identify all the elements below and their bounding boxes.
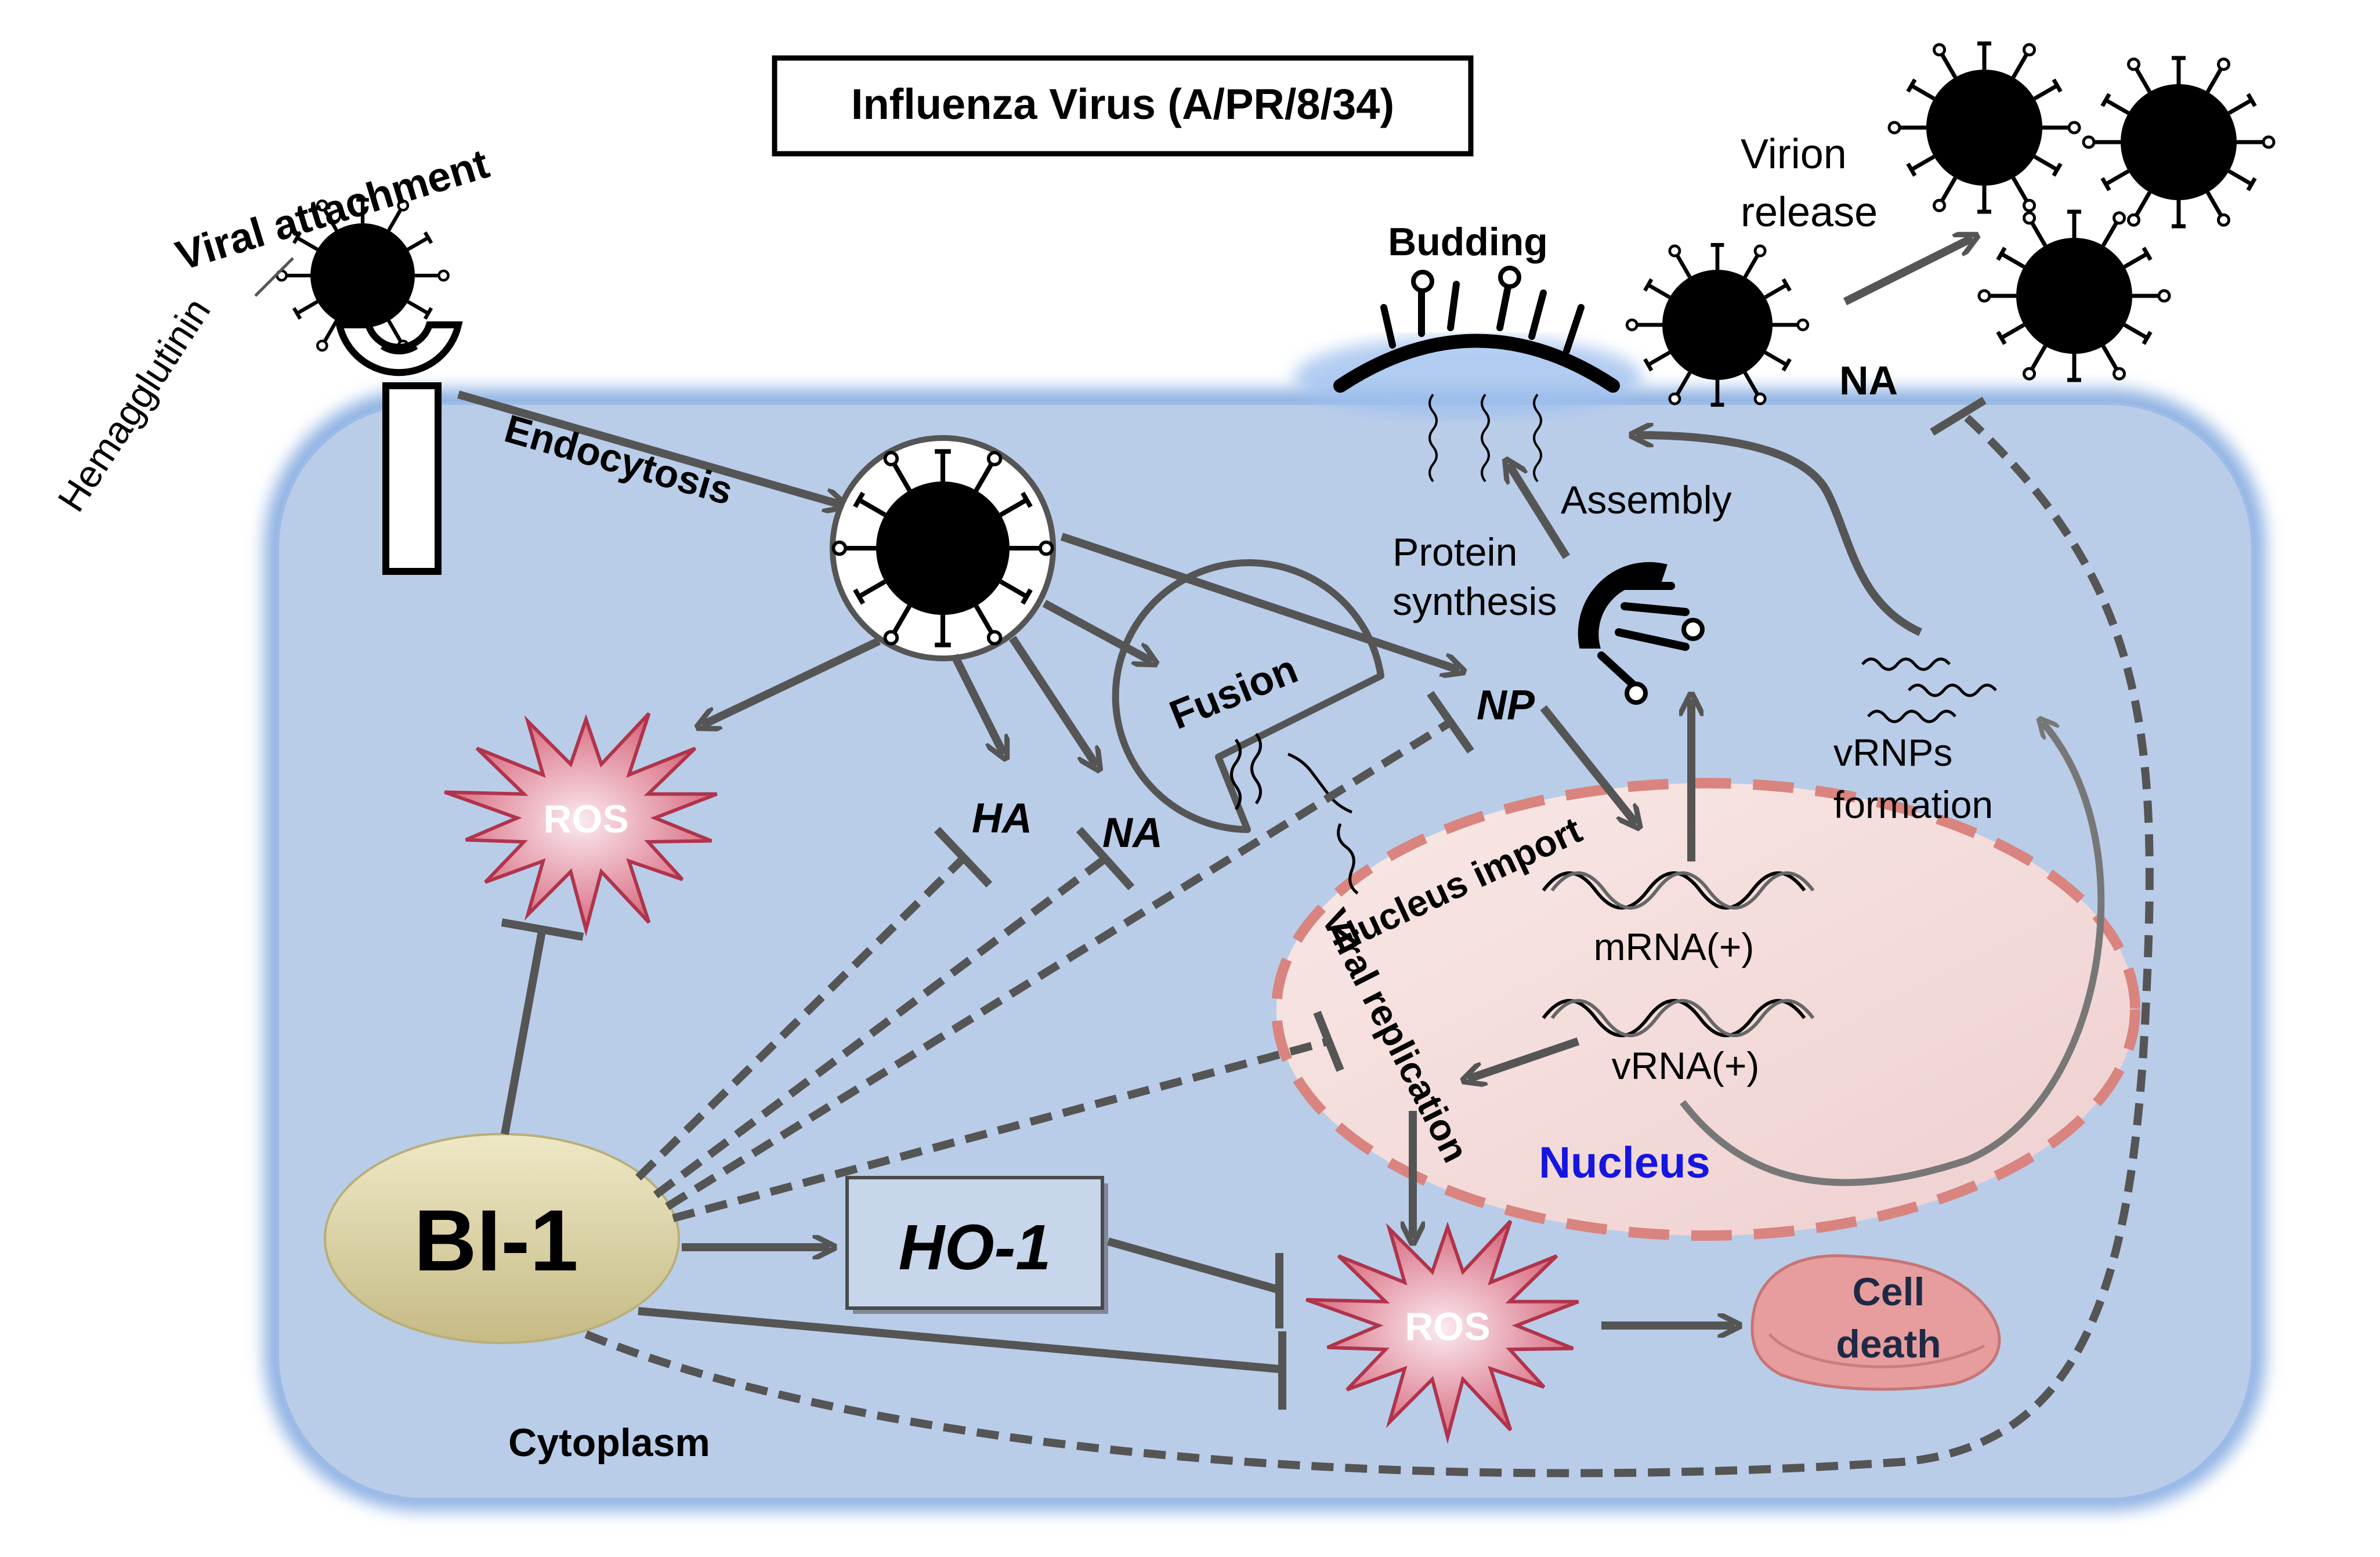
nucleus-vrnps-arrow <box>1680 722 2105 1186</box>
label-hemagglutinin: Hemagglutinin <box>49 290 219 519</box>
np-import-arrow <box>1540 705 1636 824</box>
bi1-ros-inhibition <box>501 918 584 1135</box>
label-vrna: vRNA(+) <box>1612 1044 1760 1087</box>
label-na-outer: NA <box>1839 358 1898 403</box>
ros-top-starburst <box>444 712 718 937</box>
label-na-inner: NA <box>1102 810 1163 856</box>
label-budding: Budding <box>1388 220 1548 264</box>
label-cell-death-1: Cell <box>1853 1270 1925 1314</box>
bi1-ros-bottom-inhibition <box>638 1307 1286 1410</box>
ribosome-icon <box>1578 562 1705 705</box>
label-cell-death-2: death <box>1836 1322 1941 1366</box>
ho1-ros-inhibition <box>1107 1237 1283 1328</box>
vrna-replication-arrow <box>1468 1037 1580 1079</box>
label-vrnps-1: vRNPs <box>1833 731 1952 774</box>
hemagglutinin-pointer <box>254 257 294 297</box>
ros-top-shape <box>444 712 718 937</box>
fusion-rna-strands <box>1230 733 1359 895</box>
label-virion-release-2: release <box>1741 189 1878 236</box>
label-ha: HA <box>972 795 1032 842</box>
label-vrnps-2: formation <box>1833 783 1993 826</box>
diagram-title: Influenza Virus (A/PR/8/34) <box>851 80 1394 128</box>
mrna-wave-icon <box>1542 871 1815 910</box>
receptor-icon <box>335 321 463 575</box>
endosome-virus-particle <box>831 449 1054 647</box>
label-protein-synthesis-2: synthesis <box>1392 580 1557 624</box>
label-np: NP <box>1477 682 1535 729</box>
fusion-icon <box>1112 559 1384 833</box>
label-bi1: BI-1 <box>414 1192 578 1289</box>
label-nucleus: Nucleus <box>1539 1138 1710 1187</box>
endosome-arrows <box>702 533 1459 766</box>
released-virion-3 <box>2082 56 2276 229</box>
released-virion-1 <box>1625 242 1810 407</box>
label-cytoplasm: Cytoplasm <box>508 1421 710 1465</box>
vrnps-icon <box>1861 657 1997 723</box>
vrna-wave-icon <box>1542 999 1815 1037</box>
released-virion-2 <box>1887 41 2081 214</box>
budding-icon <box>1333 266 1620 483</box>
bi1-inhibition-bars <box>934 397 1987 1072</box>
virion-release-arrow <box>1843 238 1973 306</box>
label-assembly: Assembly <box>1561 478 1732 522</box>
assembly-arrow <box>1509 464 1570 559</box>
label-mrna: mRNA(+) <box>1594 925 1755 968</box>
cell-death-icon <box>1750 1254 2001 1391</box>
released-virions <box>1625 41 2276 407</box>
label-protein-synthesis-1: Protein <box>1392 530 1517 574</box>
endocytosis-arrow <box>457 390 841 505</box>
title-box: Influenza Virus (A/PR/8/34) <box>772 55 1474 157</box>
label-ho1: HO-1 <box>899 1212 1051 1283</box>
endosome-icon <box>830 435 1056 661</box>
bi1-dashed-inhibitions <box>584 414 2154 1478</box>
label-virion-release-1: Virion <box>1741 131 1847 178</box>
bi1-ellipse <box>324 1133 680 1344</box>
ros-bottom-shape <box>1305 1219 1579 1444</box>
ros-bottom-starburst <box>1305 1219 1579 1444</box>
nucleus <box>1271 778 2140 1241</box>
vrnps-budding-arrow <box>1636 435 1922 636</box>
label-ros-top: ROS <box>543 797 628 841</box>
released-virion-4 <box>1977 209 2171 382</box>
ho1-box <box>845 1176 1108 1314</box>
label-ros-bottom: ROS <box>1405 1305 1490 1349</box>
